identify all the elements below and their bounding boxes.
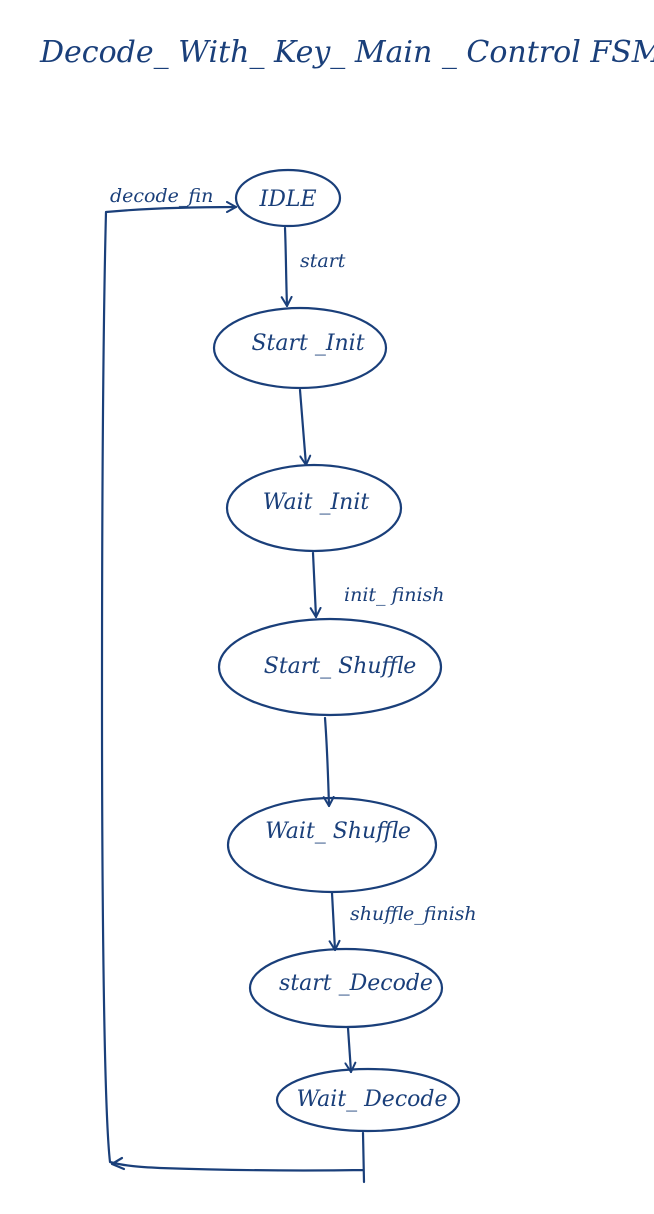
transition-idle-start-init: start (280, 226, 346, 308)
state-wait-init-label: Wait _Init (263, 490, 370, 515)
state-start-init: Start _Init (212, 306, 388, 390)
diagram-title: Decode_ With_ Key_ Main _ Control FSM (39, 35, 654, 70)
state-start-shuffle-label: Start_ Shuffle (264, 654, 417, 679)
transition-start-decode-wait-decode (344, 1026, 357, 1074)
transition-wait-init-start-shuffle: init_ finish (309, 551, 445, 619)
transition-init-finish-label: init_ finish (344, 584, 445, 606)
state-wait-shuffle-label: Wait_ Shuffle (265, 819, 411, 844)
transition-start-label: start (300, 250, 346, 272)
state-wait-decode: Wait_ Decode (275, 1067, 461, 1133)
transition-wait-decode-idle: decode_fin (100, 185, 366, 1184)
state-start-shuffle: Start_ Shuffle (217, 617, 443, 717)
transition-start-shuffle-wait-shuffle (322, 716, 335, 808)
transition-wait-shuffle-start-decode: shuffle_finish (328, 891, 477, 952)
transition-decode-fin-label: decode_fin (110, 185, 213, 207)
state-idle: IDLE (234, 168, 342, 228)
transition-start-init-wait-init (298, 388, 312, 467)
state-start-decode-label: start _Decode (279, 971, 433, 996)
state-wait-init: Wait _Init (225, 463, 403, 553)
state-idle-label: IDLE (259, 187, 317, 212)
state-start-init-label: Start _Init (251, 331, 364, 356)
state-wait-shuffle: Wait_ Shuffle (226, 796, 438, 894)
state-wait-decode-label: Wait_ Decode (296, 1087, 447, 1112)
transition-shuffle-finish-label: shuffle_finish (350, 903, 477, 925)
state-start-decode: start _Decode (248, 947, 444, 1029)
